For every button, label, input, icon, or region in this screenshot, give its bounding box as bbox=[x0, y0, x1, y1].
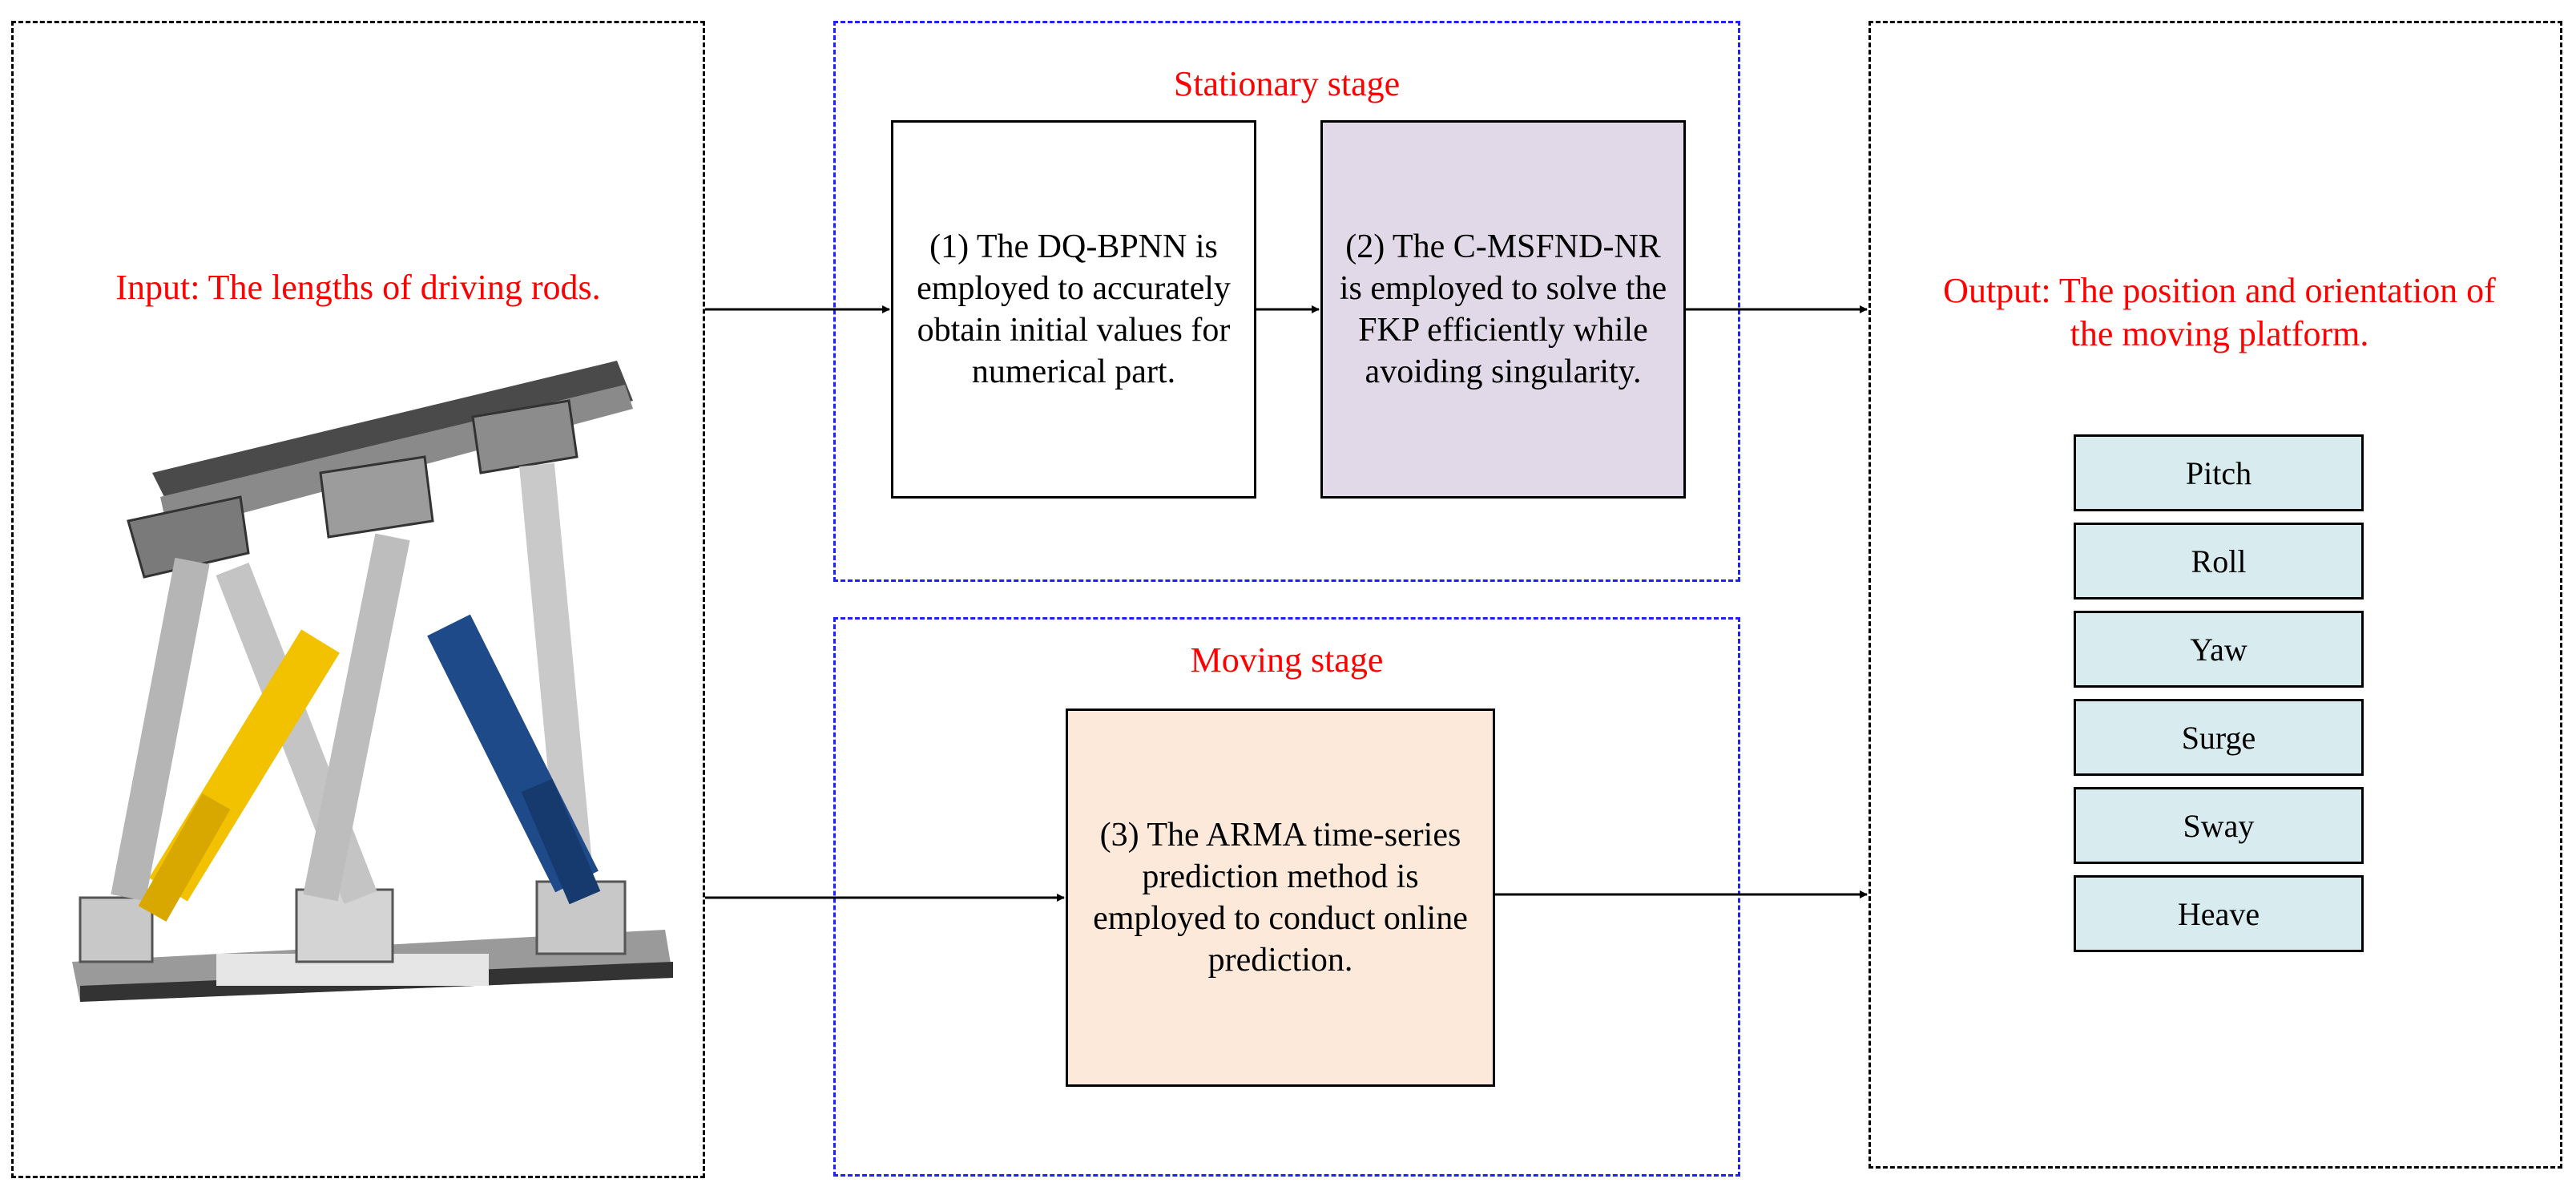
stationary-stage-title: Stationary stage bbox=[1173, 64, 1401, 103]
step2-text: (2) The C-MSFND-NR is employed to solve … bbox=[1339, 228, 1667, 390]
stationary-stage-panel bbox=[833, 21, 1740, 582]
step1-text: (1) The DQ-BPNN is employed to accuratel… bbox=[917, 228, 1231, 390]
dof-sway: Sway bbox=[2074, 787, 2364, 864]
step3-text: (3) The ARMA time-series prediction meth… bbox=[1093, 817, 1468, 979]
dof-yaw: Yaw bbox=[2074, 611, 2364, 688]
dof-heave: Heave bbox=[2074, 875, 2364, 952]
step3-box: (3) The ARMA time-series prediction meth… bbox=[1066, 709, 1495, 1087]
dof-roll: Roll bbox=[2074, 523, 2364, 600]
step1-box: (1) The DQ-BPNN is employed to accuratel… bbox=[891, 120, 1256, 499]
output-label: Output: The position and orientation of … bbox=[1943, 271, 2496, 353]
step2-box: (2) The C-MSFND-NR is employed to solve … bbox=[1320, 120, 1686, 499]
input-panel bbox=[11, 21, 705, 1178]
dof-pitch: Pitch bbox=[2074, 434, 2364, 511]
output-panel bbox=[1869, 21, 2562, 1169]
input-label: Input: The lengths of driving rods. bbox=[115, 268, 601, 307]
stewart-platform-illustration bbox=[72, 361, 673, 1002]
moving-stage-title: Moving stage bbox=[1190, 640, 1384, 680]
dof-surge: Surge bbox=[2074, 699, 2364, 776]
